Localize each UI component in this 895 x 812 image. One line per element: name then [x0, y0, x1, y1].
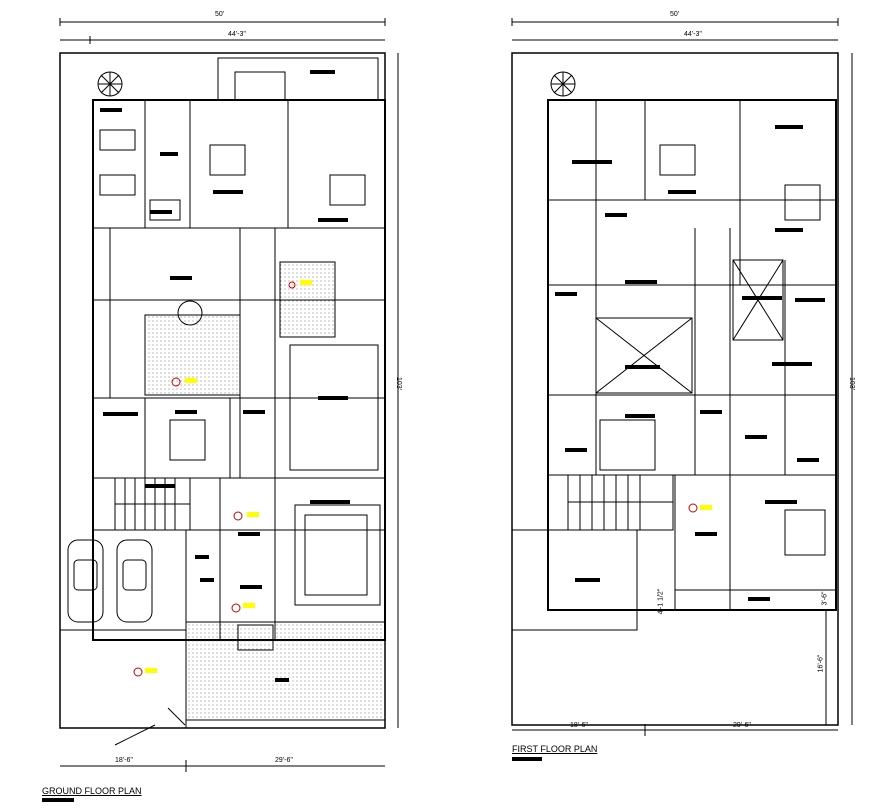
ground-right-bottom-dim: 29'-6": [275, 757, 293, 764]
car-right: [116, 539, 153, 623]
first-depth-dim: 103': [848, 376, 856, 391]
ground-floor-plan: [59, 18, 399, 772]
ground-floor-title: GROUND FLOOR PLAN: [42, 786, 142, 796]
first-offset-dim: 4'-1 1/2": [657, 588, 665, 615]
open-to-below: [732, 259, 784, 341]
first-projection-dim: 3'-6": [821, 591, 829, 606]
first-left-bottom-dim: 18'-6": [570, 722, 588, 729]
first-floor-markers: [512, 125, 825, 761]
car-left: [67, 539, 104, 623]
first-inner-width-dim: 44'-3": [684, 31, 702, 38]
first-total-width-dim: 50': [670, 11, 680, 18]
front-garden: [185, 621, 386, 721]
ground-total-width-dim: 50': [215, 11, 225, 18]
dining-table-ground: [169, 419, 206, 461]
first-balcony-depth-dim: 16'-6": [817, 654, 825, 673]
first-building-outline: [547, 99, 837, 611]
balcony: [511, 529, 638, 631]
ground-floor-markers: [42, 70, 350, 802]
ground-inner-width-dim: 44'-3": [228, 31, 246, 38]
first-plot-boundary: [511, 52, 839, 726]
first-floor-title: FIRST FLOOR PLAN: [512, 744, 598, 754]
ground-left-bottom-dim: 18'-6": [115, 757, 133, 764]
first-right-bottom-dim: 29'-6": [733, 722, 751, 729]
first-floor-plan: [511, 18, 853, 736]
ground-depth-dim: 103': [395, 376, 403, 391]
